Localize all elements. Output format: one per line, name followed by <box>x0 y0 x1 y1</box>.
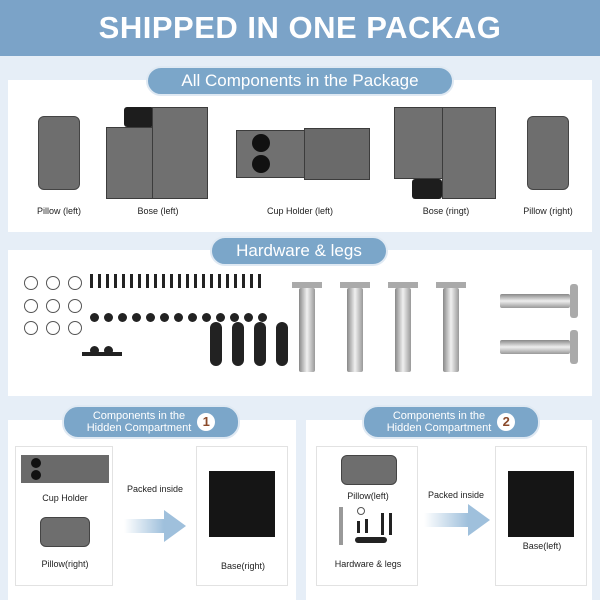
components-heading: All Components in the Package <box>146 66 454 96</box>
base-right-image <box>394 107 496 199</box>
hardware-image <box>335 507 401 547</box>
target-label: Base(left) <box>522 541 562 551</box>
arrow-icon <box>424 504 490 536</box>
item-label: Pillow (right) <box>523 206 573 216</box>
heading-line1: Components in the <box>392 410 486 422</box>
item-label: Bose (left) <box>137 206 179 216</box>
target-label: Base(right) <box>220 561 265 571</box>
cup-holder-image <box>236 128 370 180</box>
allen-wrench-image <box>82 352 122 356</box>
heading-line2: Hidden Compartment <box>86 422 192 434</box>
screws-and-nuts-image <box>90 274 270 374</box>
brackets-image <box>210 322 290 370</box>
arrow-icon <box>124 510 186 542</box>
item-label: Hardware & legs <box>334 559 402 569</box>
hardware-heading: Hardware & legs <box>210 236 388 266</box>
item-label: Pillow(left) <box>347 491 389 501</box>
pillow-left-image <box>341 455 397 485</box>
page-title: SHIPPED IN ONE PACKAG <box>0 0 600 56</box>
item-label: Cup Holder (left) <box>266 206 334 216</box>
target-box: Base(right) <box>196 446 288 586</box>
base-left-image <box>508 471 574 537</box>
target-box: Base(left) <box>495 446 587 586</box>
base-left-image <box>106 107 208 199</box>
item-label: Bose (ringt) <box>422 206 470 216</box>
base-right-image <box>209 471 275 537</box>
contents-box: Pillow(left) Hardware & legs <box>316 446 418 586</box>
heading-line2: Hidden Compartment <box>386 422 492 434</box>
step-number: 2 <box>497 413 516 431</box>
washers-image <box>24 276 84 340</box>
pillow-right-image <box>40 517 90 547</box>
legs-image <box>292 282 482 372</box>
item-label: Cup Holder <box>42 493 88 503</box>
cup-holder-image <box>21 455 109 483</box>
pillow-right-image <box>527 116 569 190</box>
item-label: Pillow(right) <box>41 559 89 569</box>
step-number: 1 <box>197 413 216 431</box>
horizontal-legs-image <box>494 284 580 364</box>
pillow-left-image <box>38 116 80 190</box>
packed-inside-label: Packed inside <box>427 490 485 500</box>
contents-box: Cup Holder Pillow(right) <box>15 446 113 586</box>
item-label: Pillow (left) <box>36 206 81 216</box>
packed-inside-label: Packed inside <box>126 484 184 494</box>
heading-line1: Components in the <box>92 410 186 422</box>
